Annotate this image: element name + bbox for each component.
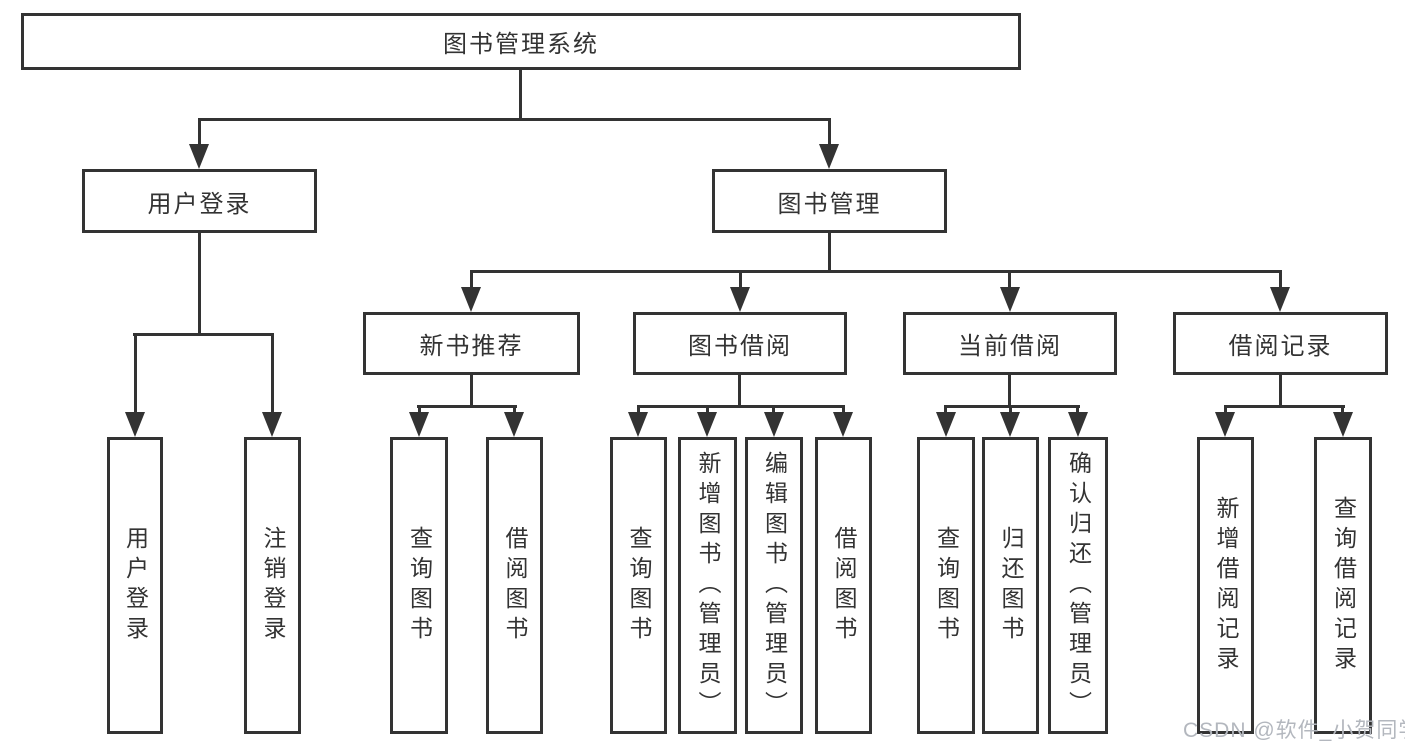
leaf-user-login: 用户登录 <box>107 437 163 734</box>
arrowhead-down-icon <box>936 412 956 437</box>
leaf-query-borrow-record: 查询借阅记录 <box>1314 437 1372 734</box>
node-book-management: 图书管理 <box>712 169 947 233</box>
connector-line <box>417 405 517 408</box>
arrowhead-down-icon <box>1215 412 1235 437</box>
connector-line <box>470 270 473 290</box>
connector-line <box>944 405 1080 408</box>
node-current-borrow: 当前借阅 <box>903 312 1117 375</box>
node-book-borrow: 图书借阅 <box>633 312 847 375</box>
connector-line <box>1279 374 1282 408</box>
node-new-book-recommend: 新书推荐 <box>363 312 580 375</box>
arrowhead-down-icon <box>1068 412 1088 437</box>
connector-line <box>828 118 831 148</box>
node-library-system: 图书管理系统 <box>21 13 1021 70</box>
arrowhead-down-icon <box>262 412 282 437</box>
arrowhead-down-icon <box>1000 287 1020 312</box>
leaf-query-books-borrow: 查询图书 <box>610 437 667 734</box>
arrowhead-down-icon <box>764 412 784 437</box>
leaf-query-books-current: 查询图书 <box>917 437 975 734</box>
connector-line <box>134 333 137 418</box>
arrowhead-down-icon <box>125 412 145 437</box>
connector-line <box>198 118 831 121</box>
connector-line <box>1224 405 1345 408</box>
connector-line <box>133 333 274 336</box>
arrowhead-down-icon <box>189 144 209 169</box>
leaf-borrow-books: 借阅图书 <box>815 437 872 734</box>
connector-line <box>738 374 741 408</box>
connector-line <box>1008 374 1011 408</box>
arrowhead-down-icon <box>628 412 648 437</box>
arrowhead-down-icon <box>819 144 839 169</box>
arrowhead-down-icon <box>1333 412 1353 437</box>
leaf-borrow-books-recommend: 借阅图书 <box>486 437 543 734</box>
connector-line <box>1008 270 1011 290</box>
arrowhead-down-icon <box>1270 287 1290 312</box>
node-borrow-records: 借阅记录 <box>1173 312 1388 375</box>
connector-line <box>198 233 201 336</box>
arrowhead-down-icon <box>697 412 717 437</box>
connector-line <box>470 270 1282 273</box>
connector-line <box>470 374 473 408</box>
arrowhead-down-icon <box>409 412 429 437</box>
arrowhead-down-icon <box>1000 412 1020 437</box>
csdn-watermark: CSDN @软件_小贺同学 <box>1183 719 1405 742</box>
leaf-edit-book-admin: 编辑图书（管理员） <box>745 437 803 734</box>
leaf-add-book-admin: 新增图书（管理员） <box>678 437 737 734</box>
arrowhead-down-icon <box>833 412 853 437</box>
connector-line <box>198 118 201 148</box>
connector-line <box>637 405 845 408</box>
connector-line <box>519 68 522 121</box>
arrowhead-down-icon <box>504 412 524 437</box>
leaf-logout: 注销登录 <box>244 437 301 734</box>
node-user-login: 用户登录 <box>82 169 317 233</box>
leaf-confirm-return-admin: 确认归还（管理员） <box>1048 437 1108 734</box>
leaf-return-book: 归还图书 <box>982 437 1039 734</box>
leaf-query-books-recommend: 查询图书 <box>390 437 448 734</box>
arrowhead-down-icon <box>461 287 481 312</box>
leaf-add-borrow-record: 新增借阅记录 <box>1197 437 1254 734</box>
connector-line <box>739 270 742 290</box>
connector-line <box>1279 270 1282 290</box>
connector-line <box>271 333 274 418</box>
connector-line <box>828 233 831 273</box>
arrowhead-down-icon <box>730 287 750 312</box>
